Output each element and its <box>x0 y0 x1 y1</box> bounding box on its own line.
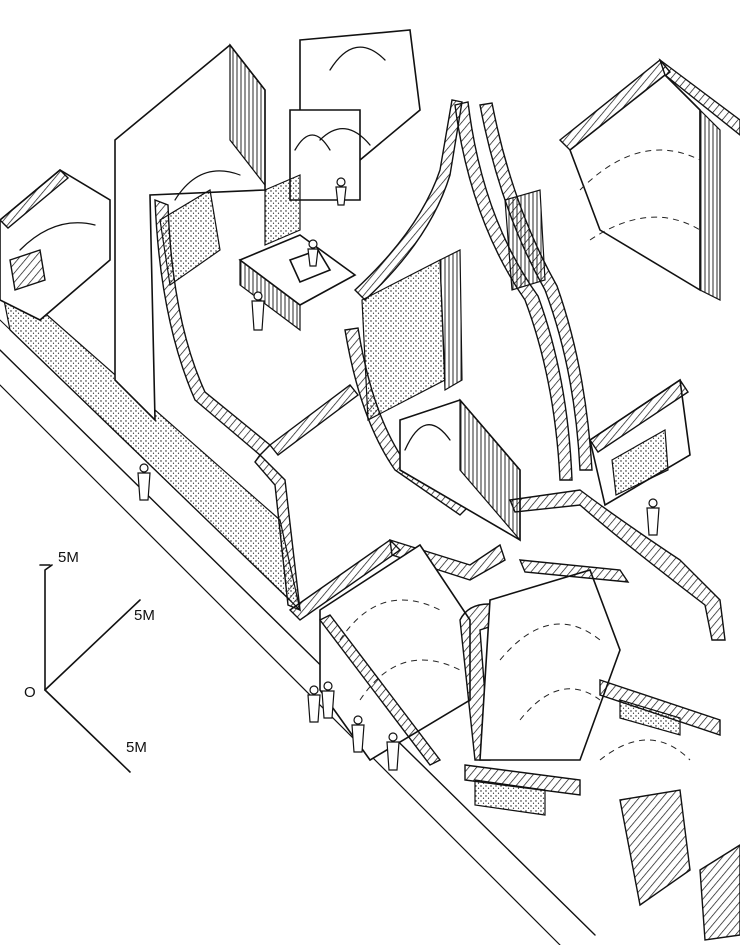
scale-label-vertical: 5M <box>58 549 79 566</box>
left-vaulted-room <box>0 169 111 321</box>
figure-right <box>646 498 660 536</box>
figure-street-group-2 <box>321 681 335 719</box>
scale-origin-label: O <box>24 684 36 701</box>
central-wall-corridor <box>344 99 472 516</box>
scale-label-diagonal-down: 5M <box>126 739 147 756</box>
figure-street-group-4 <box>386 732 400 771</box>
main-hall <box>114 43 359 612</box>
central-lower-room <box>288 398 521 621</box>
scale-label-diagonal-right: 5M <box>134 607 155 624</box>
right-middle-niche <box>589 378 691 507</box>
figure-top-chamber <box>335 177 347 206</box>
figure-street-group-3 <box>351 715 365 753</box>
figure-street-group-1 <box>307 685 321 723</box>
human-figures <box>137 177 660 771</box>
lower-right-complex <box>459 489 740 941</box>
right-long-wall <box>454 101 593 481</box>
altar-platform <box>238 234 357 332</box>
figure-altar <box>307 239 319 267</box>
lower-vaulted-hall <box>318 543 471 766</box>
upper-chamber <box>264 29 421 246</box>
figure-hall <box>251 291 265 331</box>
scale-indicator: 5M 5M 5M O <box>24 549 155 773</box>
figure-street-left <box>137 463 151 501</box>
right-upper-vaults <box>558 58 740 301</box>
